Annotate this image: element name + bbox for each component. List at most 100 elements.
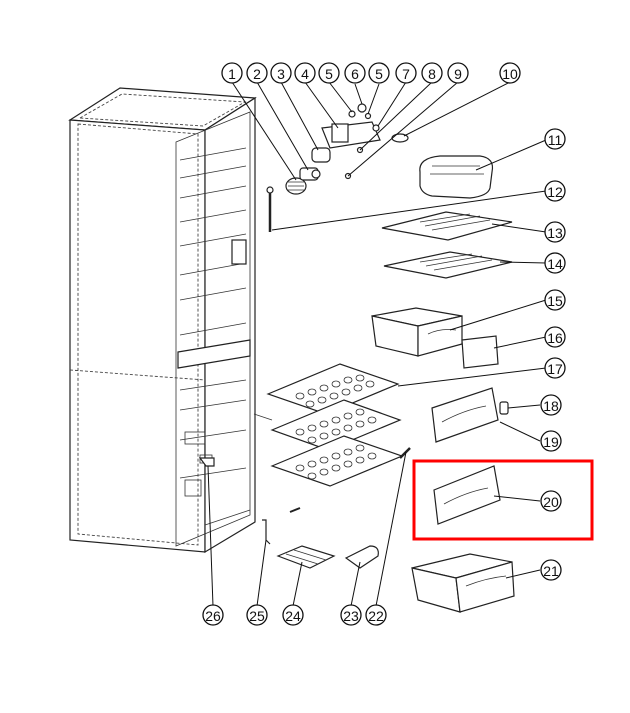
callout-c12: 12 bbox=[544, 180, 566, 202]
part-12-probe bbox=[266, 186, 274, 232]
compartment-divider bbox=[177, 339, 251, 369]
callout-number: 10 bbox=[502, 66, 518, 82]
callout-number: 23 bbox=[343, 608, 359, 624]
callout-number: 1 bbox=[228, 66, 236, 82]
callout-number: 7 bbox=[402, 66, 410, 82]
part-6-knob bbox=[357, 103, 367, 113]
callout-circle bbox=[499, 62, 521, 84]
part-20-drawer-front bbox=[433, 465, 501, 525]
callout-c19: 19 bbox=[540, 430, 562, 452]
callout-number: 5 bbox=[375, 66, 383, 82]
leader-lines bbox=[207, 81, 547, 607]
callout-c4: 4 bbox=[294, 62, 316, 84]
callout-circle bbox=[202, 604, 224, 626]
callout-c23: 23 bbox=[340, 604, 362, 626]
callout-circle bbox=[544, 252, 566, 274]
callout-number: 20 bbox=[543, 494, 559, 510]
callout-c11: 11 bbox=[544, 128, 566, 150]
part-13-glass-shelf bbox=[381, 211, 513, 241]
callout-number: 9 bbox=[454, 66, 462, 82]
callout-number: 2 bbox=[253, 66, 261, 82]
callout-circle bbox=[340, 604, 362, 626]
callout-circle bbox=[421, 62, 443, 84]
callout-circle bbox=[365, 604, 387, 626]
part-5-screw-b bbox=[364, 112, 372, 120]
callout-c24: 24 bbox=[282, 604, 304, 626]
callout-c1: 1 bbox=[221, 62, 243, 84]
callout-c17: 17 bbox=[544, 357, 566, 379]
callout-circle bbox=[282, 604, 304, 626]
callout-circle bbox=[270, 62, 292, 84]
callout-number: 8 bbox=[428, 66, 436, 82]
part-25-hinge-pin bbox=[262, 519, 271, 545]
shelf-guides-upper bbox=[179, 147, 247, 336]
callout-c7: 7 bbox=[395, 62, 417, 84]
fridge-cabinet bbox=[68, 87, 257, 554]
callout-number: 18 bbox=[543, 398, 559, 414]
part-11-butter-dish bbox=[419, 155, 494, 199]
callout-circle bbox=[544, 357, 566, 379]
callout-circle bbox=[540, 394, 562, 416]
part-21-freezer-drawer bbox=[411, 553, 515, 613]
part-1-lamp-cover bbox=[285, 177, 307, 195]
callout-circle bbox=[395, 62, 417, 84]
callout-c18: 18 bbox=[540, 394, 562, 416]
part-19-freezer-flap bbox=[431, 387, 499, 443]
part-14-glass-shelf bbox=[383, 251, 513, 279]
callout-circle bbox=[221, 62, 243, 84]
callout-c21: 21 bbox=[540, 559, 562, 581]
callout-number: 21 bbox=[543, 563, 559, 579]
part-17-wire-shelves bbox=[253, 363, 404, 487]
part-22-rod bbox=[399, 447, 411, 459]
part-3-bulb bbox=[311, 147, 331, 163]
shelf-guides-lower bbox=[179, 379, 247, 479]
callout-circle bbox=[246, 62, 268, 84]
part-16-card bbox=[461, 335, 499, 369]
part-15-crisper-drawer bbox=[371, 307, 463, 357]
callout-circle bbox=[540, 559, 562, 581]
callout-c14: 14 bbox=[544, 252, 566, 274]
callout-c10: 10 bbox=[499, 62, 521, 84]
callout-number: 11 bbox=[548, 132, 563, 148]
callout-c2: 2 bbox=[246, 62, 268, 84]
callout-c15: 15 bbox=[544, 289, 566, 311]
callout-number: 4 bbox=[301, 66, 309, 82]
callout-c8: 8 bbox=[421, 62, 443, 84]
callout-number: 5 bbox=[325, 66, 333, 82]
callout-number: 17 bbox=[547, 361, 563, 377]
callout-circle bbox=[344, 62, 366, 84]
part-2-lamp-holder bbox=[299, 167, 321, 181]
callout-number: 12 bbox=[547, 184, 563, 200]
callout-c25: 25 bbox=[246, 604, 268, 626]
callout-number: 22 bbox=[368, 608, 384, 624]
callout-number: 16 bbox=[547, 330, 563, 346]
part-5-screw-a bbox=[348, 110, 356, 118]
callout-number: 19 bbox=[543, 434, 559, 450]
callout-c3: 3 bbox=[270, 62, 292, 84]
callout-circle bbox=[540, 430, 562, 452]
part-7-insert bbox=[372, 124, 380, 132]
callout-number: 6 bbox=[351, 66, 359, 82]
callout-c9: 9 bbox=[447, 62, 469, 84]
callout-number: 26 bbox=[205, 608, 221, 624]
callout-circle bbox=[544, 180, 566, 202]
callout-circle bbox=[540, 490, 562, 512]
callout-c16: 16 bbox=[544, 326, 566, 348]
callout-circle bbox=[544, 289, 566, 311]
callout-number: 3 bbox=[277, 66, 285, 82]
callout-circle bbox=[447, 62, 469, 84]
callout-c13: 13 bbox=[544, 221, 566, 243]
control-panel bbox=[231, 239, 247, 265]
part-23-bracket bbox=[344, 545, 379, 569]
callout-c5b: 5 bbox=[368, 62, 390, 84]
callout-number: 14 bbox=[547, 256, 563, 272]
callout-number: 25 bbox=[249, 608, 265, 624]
callout-number: 13 bbox=[547, 225, 563, 241]
callout-circle bbox=[544, 221, 566, 243]
callout-c26: 26 bbox=[202, 604, 224, 626]
callout-c22: 22 bbox=[365, 604, 387, 626]
callout-c6: 6 bbox=[344, 62, 366, 84]
part-4-thermostat-housing bbox=[321, 121, 381, 149]
